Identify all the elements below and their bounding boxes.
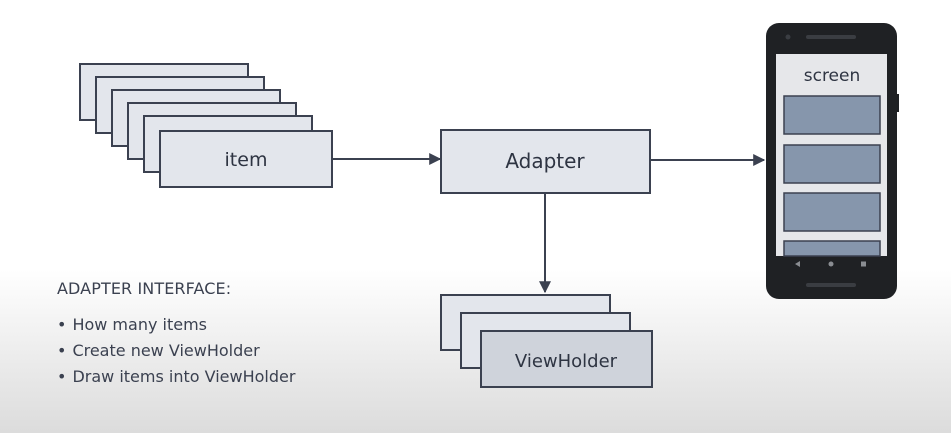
item-label: item <box>225 149 268 171</box>
list-slot <box>783 144 881 184</box>
viewholder-stack: ViewHolder <box>440 294 653 388</box>
phone-side-button <box>896 94 899 112</box>
phone: screen <box>766 23 899 299</box>
phone-earpiece <box>806 35 856 39</box>
adapter-box <box>440 129 651 194</box>
phone-bottom-speaker <box>806 283 856 287</box>
item-stack: item <box>79 63 333 188</box>
list-item: Create new ViewHolder <box>57 338 417 364</box>
list-item: How many items <box>57 312 417 338</box>
list-item: Draw items into ViewHolder <box>57 364 417 390</box>
list-slot-partial <box>783 240 881 257</box>
nav-back-icon[interactable] <box>795 261 800 267</box>
interface-title: ADAPTER INTERFACE: <box>57 279 232 298</box>
nav-recents-icon[interactable] <box>861 261 866 267</box>
viewholder-card-front <box>480 330 653 388</box>
viewholder-label: ViewHolder <box>515 351 618 372</box>
adapter-label: Adapter <box>505 149 585 173</box>
list-slot <box>783 95 881 135</box>
adapter-node: Adapter <box>440 129 651 194</box>
nav-home-icon[interactable] <box>828 261 834 267</box>
list-slot <box>783 192 881 232</box>
screen-label: screen <box>804 66 861 86</box>
item-card-front <box>159 130 333 188</box>
phone-front-camera <box>785 34 791 40</box>
adapter-interface: ADAPTER INTERFACE: How many items Create… <box>57 279 417 390</box>
interface-list: How many items Create new ViewHolder Dra… <box>57 312 417 390</box>
